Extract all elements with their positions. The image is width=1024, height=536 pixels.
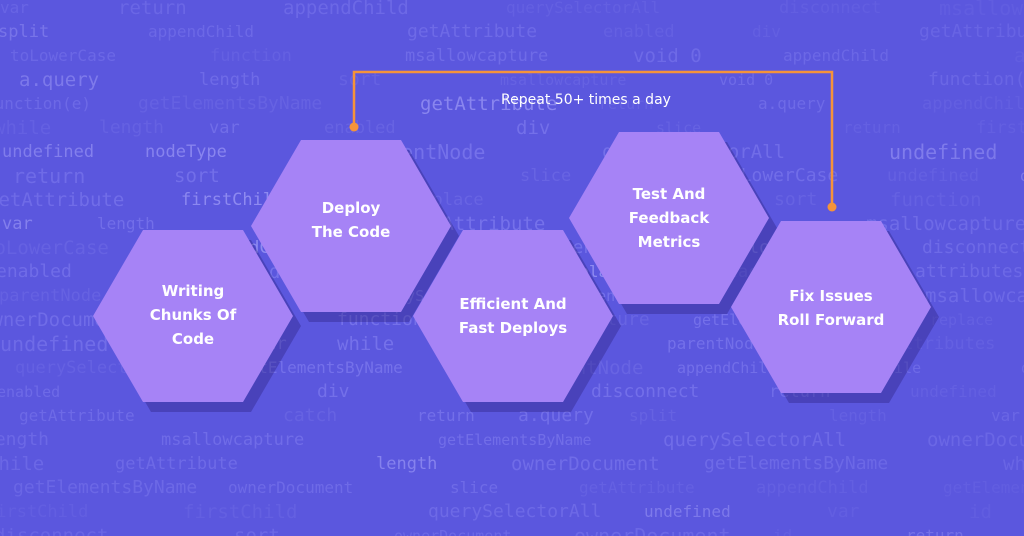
loop-arrow-end-dot	[349, 122, 359, 132]
step-label-fix-issues: Fix Issues Roll Forward	[777, 287, 885, 329]
step-label-deploy-code: Deploy The Code	[311, 199, 391, 241]
step-hexagon-test-feedback	[569, 132, 769, 304]
loop-arrow-line	[352, 70, 834, 207]
loop-arrow	[349, 70, 837, 212]
step-hexagon-fix-issues	[731, 221, 931, 393]
step-hexagon-writing-code	[93, 230, 293, 402]
step-hexagon-deploy-code	[251, 140, 451, 312]
step-label-writing-code: Writing Chunks Of Code	[149, 282, 237, 348]
hexagon-steps	[93, 132, 939, 412]
loop-arrow-start-dot	[827, 202, 837, 212]
loop-label: Repeat 50+ times a day	[501, 92, 671, 108]
step-label-test-feedback: Test And Feedback Metrics	[628, 185, 710, 251]
step-label-efficient-deploys: Efficient And Fast Deploys	[458, 295, 568, 337]
step-hexagon-efficient-deploys	[413, 230, 613, 402]
